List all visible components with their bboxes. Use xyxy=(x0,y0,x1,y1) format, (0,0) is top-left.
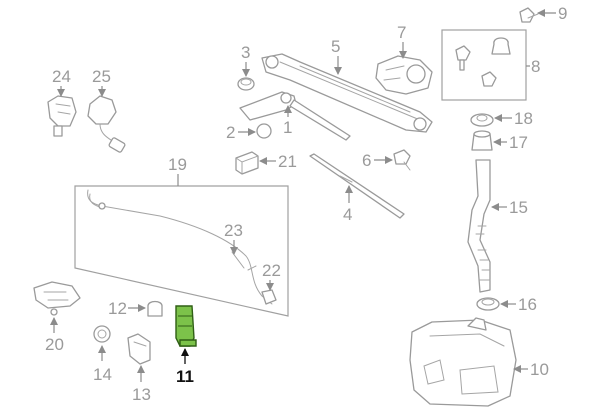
washer-pump-part-11[interactable] xyxy=(175,305,197,347)
cap-part-3[interactable] xyxy=(237,77,255,91)
bracket-part-20[interactable] xyxy=(33,281,81,316)
wiper-arm-part-1[interactable] xyxy=(239,91,351,141)
label-5: 5 xyxy=(331,37,340,56)
label-13: 13 xyxy=(132,385,151,404)
reservoir-part-10[interactable] xyxy=(409,317,517,407)
label-1: 1 xyxy=(283,118,292,137)
grommet-part-16[interactable] xyxy=(476,297,500,311)
label-15: 15 xyxy=(509,198,528,217)
label-8: 8 xyxy=(531,57,540,76)
bolt-part-6[interactable] xyxy=(393,149,411,171)
grommet-part-14[interactable] xyxy=(93,325,111,343)
kit-box-part-8[interactable] xyxy=(441,29,527,101)
label-24: 24 xyxy=(52,67,71,86)
bolt-part-9[interactable] xyxy=(519,7,539,23)
wiper-motor-part-7[interactable] xyxy=(375,55,433,95)
label-4: 4 xyxy=(343,205,352,224)
label-18: 18 xyxy=(514,109,533,128)
nozzle-part-24[interactable] xyxy=(47,95,77,137)
label-25: 25 xyxy=(92,67,111,86)
nozzle-part-25[interactable] xyxy=(87,95,126,153)
label-10: 10 xyxy=(530,360,549,379)
hose-kit-box-part-19[interactable] xyxy=(74,185,289,317)
label-16: 16 xyxy=(518,295,537,314)
label-9: 9 xyxy=(558,4,567,23)
hose-kit-contents xyxy=(87,189,277,305)
label-2: 2 xyxy=(226,123,235,142)
relay-part-21[interactable] xyxy=(235,151,259,175)
label-7: 7 xyxy=(397,23,406,42)
wiper-blade-part-4[interactable] xyxy=(309,153,405,219)
label-21: 21 xyxy=(278,152,297,171)
label-6: 6 xyxy=(362,151,371,170)
label-19: 19 xyxy=(168,155,187,174)
wiper-linkage-part-5[interactable] xyxy=(261,53,433,133)
seal-part-18[interactable] xyxy=(470,113,494,127)
filler-cap-part-17[interactable] xyxy=(471,130,493,151)
label-14: 14 xyxy=(93,365,112,384)
motor-part-13[interactable] xyxy=(127,333,151,365)
label-3: 3 xyxy=(241,43,250,62)
cap-part-12[interactable] xyxy=(147,300,163,317)
nut-cap-part-2[interactable] xyxy=(256,123,272,139)
label-12: 12 xyxy=(108,299,127,318)
label-17: 17 xyxy=(509,133,528,152)
label-23: 23 xyxy=(224,221,243,240)
label-20: 20 xyxy=(45,335,64,354)
kit-contents-part-8 xyxy=(455,37,511,87)
label-11: 11 xyxy=(176,367,194,386)
filler-neck-part-15[interactable] xyxy=(467,159,491,293)
label-22: 22 xyxy=(262,261,281,280)
